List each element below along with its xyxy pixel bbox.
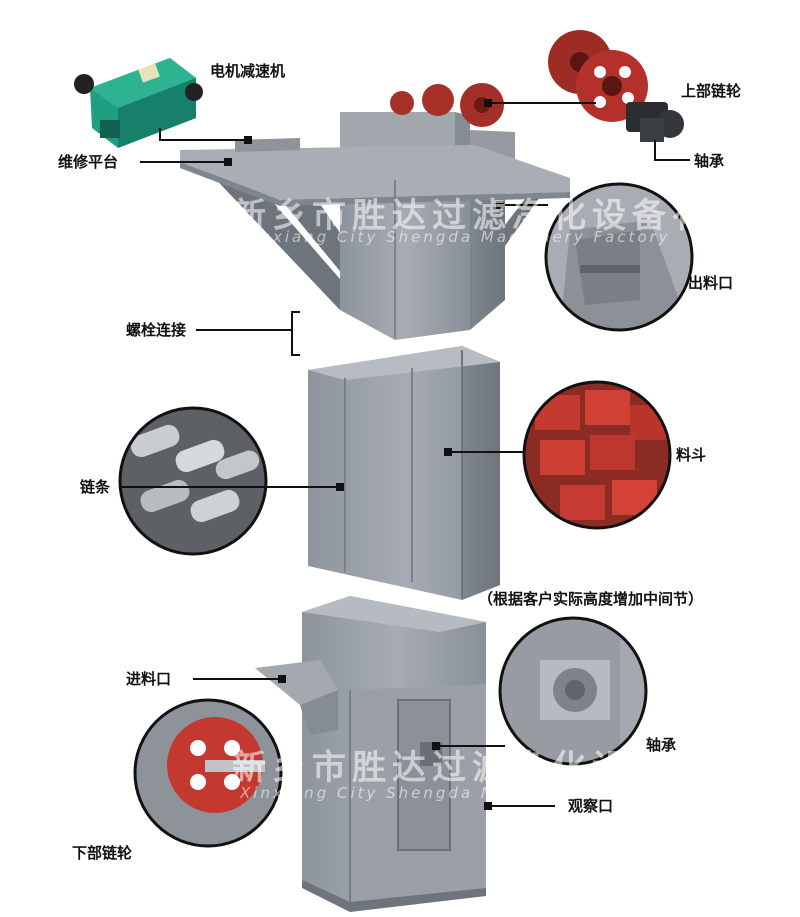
label-bearing-top: 轴承: [694, 152, 725, 170]
leader-motor: [159, 128, 248, 141]
label-chain: 链条: [80, 478, 111, 496]
chain-detail-image: [118, 406, 268, 556]
bearing-detail-image: [498, 616, 648, 766]
label-bearing-bottom: 轴承: [646, 736, 677, 754]
label-bucket: 料斗: [676, 446, 707, 464]
label-inlet: 进料口: [126, 670, 172, 688]
leader-bolt: [291, 311, 300, 356]
label-middle-note: （根据客户实际高度增加中间节）: [478, 590, 704, 608]
label-lower-sprocket: 下部链轮: [72, 844, 133, 862]
label-bolt-connection: 螺栓连接: [126, 321, 187, 339]
leader-bearing-top: [654, 140, 690, 161]
outlet-detail-image: [544, 182, 694, 332]
label-upper-sprocket: 上部链轮: [681, 82, 742, 100]
lower-sprocket-detail-image: [133, 698, 283, 848]
label-maintenance-platform: 维修平台: [58, 153, 119, 171]
bucket-detail-image: [522, 380, 672, 530]
boot-section: [255, 596, 486, 912]
label-inspection-window: 观察口: [568, 797, 614, 815]
label-motor-reducer: 电机减速机: [210, 62, 286, 80]
motor-reducer-image: [74, 58, 203, 148]
leader-lines: [120, 99, 690, 810]
middle-section: [308, 346, 500, 600]
head-section: [180, 83, 570, 340]
label-outlet: 出料口: [688, 274, 734, 292]
upper-sprocket-image: [548, 30, 684, 142]
